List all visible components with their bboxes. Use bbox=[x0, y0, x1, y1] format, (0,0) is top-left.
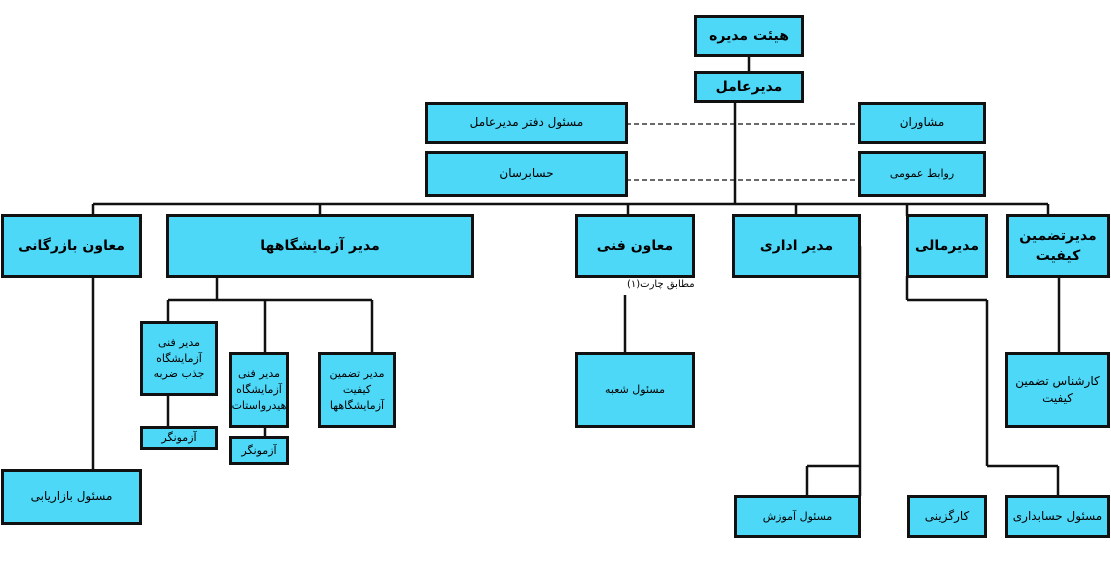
ceo-office-label: مسئول دفتر مدیرعامل bbox=[469, 115, 584, 130]
accounting-box: مسئول حسابداری bbox=[1005, 495, 1110, 538]
lab-qa-box: مدیر تضمین کیفیت آزمایشگاهها bbox=[318, 352, 396, 428]
finance-manager-box: مدیرمالی bbox=[906, 214, 988, 278]
advisors-box: مشاوران bbox=[858, 102, 986, 144]
recruitment-box: کارگزینی bbox=[907, 495, 987, 538]
tester-1-label: آزمونگر bbox=[161, 431, 197, 445]
branch-manager-label: مسئول شعبه bbox=[605, 383, 665, 397]
recruitment-label: کارگزینی bbox=[924, 508, 970, 523]
labs-manager-box: مدیر آزمایشگاهها bbox=[166, 214, 474, 278]
technical-deputy-label: معاون فنی bbox=[596, 237, 674, 254]
public-relations-box: روابط عمومی bbox=[858, 151, 986, 197]
qa-expert-box: کارشناس تضمین کیفیت bbox=[1005, 352, 1110, 428]
commercial-deputy-label: معاون بازرگانی bbox=[18, 237, 125, 254]
per-chart-note: مطابق چارت(۱) bbox=[627, 279, 695, 290]
qa-manager-box: مدیرتضمین کیفیت bbox=[1006, 214, 1110, 278]
advisors-label: مشاوران bbox=[899, 115, 945, 130]
ceo-office-box: مسئول دفتر مدیرعامل bbox=[425, 102, 628, 144]
tester-2-label: آزمونگر bbox=[241, 443, 277, 457]
ceo-label: مدیرعامل bbox=[715, 78, 783, 95]
ceo-box: مدیرعامل bbox=[694, 71, 804, 103]
marketing-box: مسئول بازاریابی bbox=[1, 469, 142, 525]
public-relations-label: روابط عمومی bbox=[889, 167, 955, 181]
tester-2-box: آزمونگر bbox=[229, 436, 289, 465]
tester-1-box: آزمونگر bbox=[140, 426, 218, 450]
marketing-label: مسئول بازاریابی bbox=[30, 489, 113, 504]
accounting-label: مسئول حسابداری bbox=[1012, 508, 1103, 523]
qa-expert-label: کارشناس تضمین کیفیت bbox=[1015, 373, 1100, 405]
auditors-box: حسابرسان bbox=[425, 151, 628, 197]
lab-tech-hydrostatic-label: مدیر فنی آزمایشگاه هیدرواستات bbox=[231, 367, 287, 412]
training-box: مسئول آموزش bbox=[734, 495, 861, 538]
commercial-deputy-box: معاون بازرگانی bbox=[1, 214, 142, 278]
training-label: مسئول آموزش bbox=[762, 509, 833, 523]
board-label: هیئت مدیره bbox=[709, 27, 789, 44]
board-box: هیئت مدیره bbox=[694, 15, 804, 57]
lab-qa-label: مدیر تضمین کیفیت آزمایشگاهها bbox=[329, 367, 385, 412]
finance-manager-label: مدیرمالی bbox=[914, 237, 980, 254]
technical-deputy-box: معاون فنی bbox=[575, 214, 695, 278]
labs-manager-label: مدیر آزمایشگاهها bbox=[260, 237, 380, 254]
lab-tech-absorption-label: مدیر فنی آزمایشگاه جذب ضربه bbox=[153, 335, 205, 381]
admin-manager-label: مدیر اداری bbox=[759, 237, 834, 254]
admin-manager-box: مدیر اداری bbox=[732, 214, 861, 278]
qa-manager-label: مدیرتضمین کیفیت bbox=[1019, 227, 1097, 264]
lab-tech-hydrostatic-box: مدیر فنی آزمایشگاه هیدرواستات bbox=[229, 352, 289, 428]
branch-manager-box: مسئول شعبه bbox=[575, 352, 695, 428]
lab-tech-absorption-box: مدیر فنی آزمایشگاه جذب ضربه bbox=[140, 321, 218, 396]
auditors-label: حسابرسان bbox=[499, 166, 554, 181]
